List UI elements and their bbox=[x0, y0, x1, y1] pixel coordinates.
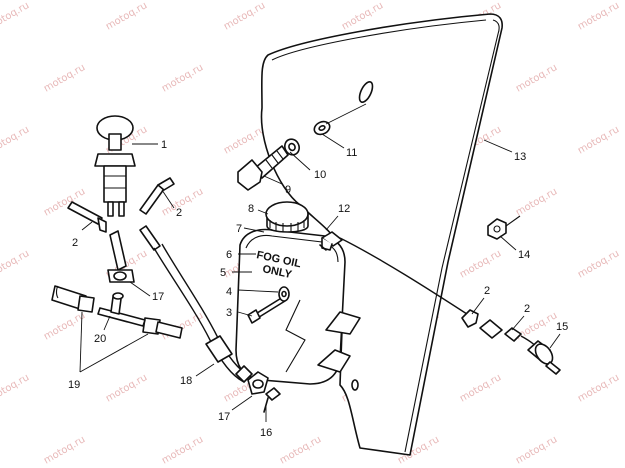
washer-part-11 bbox=[313, 120, 331, 136]
clamp-part-17-lower bbox=[247, 371, 269, 395]
callout-16: 16 bbox=[260, 427, 272, 439]
watermark-text: motoq.ru bbox=[42, 434, 87, 466]
tee-fitting-part-20 bbox=[97, 292, 146, 327]
callout-2-right-b: 2 bbox=[524, 303, 530, 315]
watermark-text: motoq.ru bbox=[278, 434, 323, 466]
fitting-part-2-c bbox=[504, 327, 522, 342]
callout-5: 5 bbox=[220, 267, 226, 279]
clamp-part-17-upper bbox=[107, 269, 135, 283]
fitting-part-2-left bbox=[67, 201, 107, 233]
watermark-text: motoq.ru bbox=[0, 248, 31, 280]
callout-4: 4 bbox=[226, 286, 232, 298]
callout-6: 6 bbox=[226, 249, 232, 261]
hose-segments bbox=[109, 225, 253, 383]
watermark-text: motoq.ru bbox=[458, 248, 503, 280]
callout-18: 18 bbox=[180, 375, 192, 387]
watermark-text: motoq.ru bbox=[576, 248, 621, 280]
washer-part-10 bbox=[284, 138, 300, 156]
callouts: 1 2 2 3 4 5 6 7 8 9 10 11 12 13 14 2 2 1… bbox=[68, 139, 568, 439]
watermark-text: motoq.ru bbox=[514, 434, 559, 466]
check-valve-part-15 bbox=[527, 340, 561, 375]
callout-20: 20 bbox=[94, 333, 106, 345]
watermark-text: motoq.ru bbox=[42, 310, 87, 342]
washer-part-4 bbox=[278, 286, 290, 302]
watermark-text: motoq.ru bbox=[0, 0, 31, 32]
watermark-text: motoq.ru bbox=[160, 186, 205, 218]
watermark-text: motoq.ru bbox=[458, 372, 503, 404]
watermark-text: motoq.ru bbox=[42, 62, 87, 94]
callout-11: 11 bbox=[346, 147, 357, 159]
watermark-text: motoq.ru bbox=[0, 372, 31, 404]
leader-lines bbox=[79, 103, 561, 422]
watermark-text: motoq.ru bbox=[160, 434, 205, 466]
nut-part-14 bbox=[487, 215, 521, 240]
callout-13: 13 bbox=[514, 151, 526, 163]
callout-9: 9 bbox=[285, 184, 291, 196]
callout-2-left: 2 bbox=[72, 237, 78, 249]
watermark-text: motoq.ru bbox=[576, 372, 621, 404]
watermark-text: motoq.ru bbox=[104, 0, 149, 32]
callout-8: 8 bbox=[248, 203, 254, 215]
watermark-text: motoq.ru bbox=[514, 62, 559, 94]
elbow-fitting-part-12 bbox=[319, 231, 343, 251]
pump-part-1 bbox=[94, 115, 136, 217]
fitting-part-2-a bbox=[461, 309, 479, 328]
watermark-text: motoq.ru bbox=[222, 0, 267, 32]
callout-2-upper: 2 bbox=[176, 207, 182, 219]
callout-12: 12 bbox=[338, 203, 350, 215]
callout-15: 15 bbox=[556, 321, 568, 333]
oil-tank-part-5: FOG OIL ONLY bbox=[235, 228, 361, 385]
callout-3: 3 bbox=[226, 307, 232, 319]
callout-17-lower: 17 bbox=[218, 411, 230, 423]
watermark-text: motoq.ru bbox=[514, 310, 559, 342]
watermark-text: motoq.ru bbox=[576, 0, 621, 32]
callout-19: 19 bbox=[68, 379, 80, 391]
watermark-text: motoq.ru bbox=[514, 186, 559, 218]
tank-cap-part-8 bbox=[265, 201, 309, 233]
watermark-text: motoq.ru bbox=[576, 124, 621, 156]
callout-7: 7 bbox=[236, 223, 242, 235]
watermark-text: motoq.ru bbox=[104, 372, 149, 404]
watermark-text: motoq.ru bbox=[0, 124, 31, 156]
bolt-part-9 bbox=[237, 145, 289, 191]
fitting-part-2-b bbox=[479, 319, 503, 339]
callout-2-right-a: 2 bbox=[484, 285, 490, 297]
callout-1: 1 bbox=[161, 139, 167, 151]
hose-part-19 bbox=[51, 285, 183, 339]
fitting-part-2-upper bbox=[139, 177, 175, 215]
callout-14: 14 bbox=[518, 249, 530, 261]
watermark-text: motoq.ru bbox=[222, 124, 267, 156]
callout-10: 10 bbox=[314, 169, 326, 181]
callout-17-upper: 17 bbox=[152, 291, 164, 303]
watermark-text: motoq.ru bbox=[160, 62, 205, 94]
